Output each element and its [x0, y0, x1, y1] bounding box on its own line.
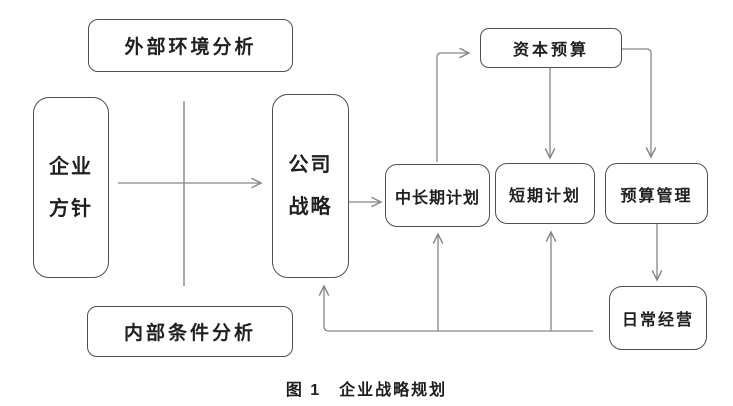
- edge-capital-to-budgetmgmt: [621, 48, 657, 159]
- node-internal-conditions-analysis: 内部条件分析: [87, 306, 293, 357]
- node-daily-operations: 日常经营: [609, 286, 707, 350]
- node-short-term-plan: 短期计划: [495, 163, 595, 224]
- edge-feedback-to-strategy: [318, 284, 593, 332]
- edge-midplan-to-capital: [436, 47, 471, 162]
- node-external-environment-analysis: 外部环境分析: [88, 19, 293, 72]
- node-company-strategy: 公司 战略: [272, 94, 349, 278]
- node-corporate-policy: 企业 方针: [33, 97, 109, 278]
- figure-caption: 图 1 企业战略规划: [285, 382, 448, 399]
- node-capital-budget: 资本预算: [480, 28, 622, 68]
- node-budget-management: 预算管理: [605, 163, 708, 224]
- node-mid-long-term-plan: 中长期计划: [385, 164, 490, 227]
